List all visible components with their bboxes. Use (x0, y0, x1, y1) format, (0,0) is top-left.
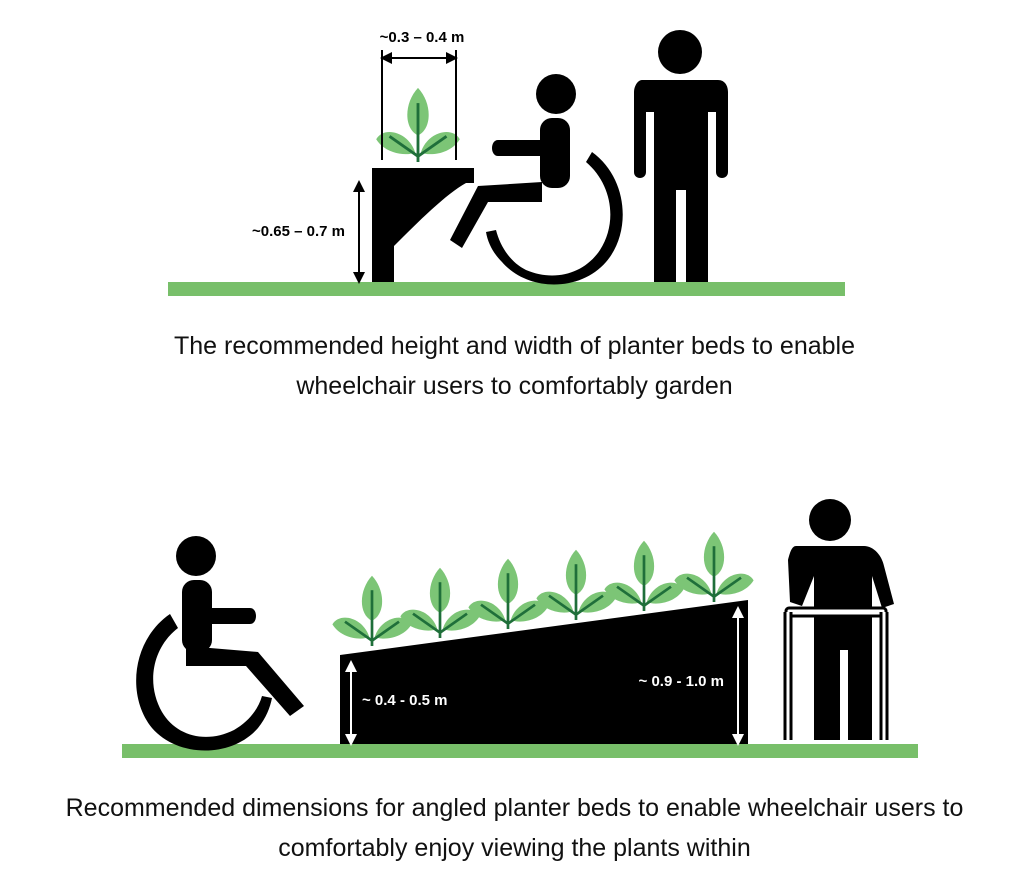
bottom-caption-line-1: Recommended dimensions for angled plante… (65, 794, 964, 822)
width-label: ~0.3 – 0.4 m (380, 29, 465, 46)
plant-icon (467, 557, 549, 631)
bottom-caption: Recommended dimensions for angled plante… (0, 788, 1029, 868)
plant-icon (331, 574, 413, 648)
standing-person-icon (634, 30, 728, 282)
top-ground (168, 282, 845, 296)
width-dimension-marker (380, 50, 458, 160)
wheelchair-user-icon (450, 74, 623, 285)
plant-icon (673, 530, 755, 604)
angled-planter-bed (340, 600, 748, 744)
bottom-caption-line-2: comfortably enjoy viewing the plants wit… (278, 834, 751, 862)
plant-icon (603, 539, 685, 613)
person-with-walker-icon (783, 499, 894, 740)
plant-icon (399, 566, 481, 640)
wheelchair-user-icon (136, 536, 304, 751)
top-diagram: ~0.3 – 0.4 m ~0.65 – 0.7 m (168, 29, 845, 296)
top-caption: The recommended height and width of plan… (0, 326, 1029, 406)
low-height-label: ~ 0.4 - 0.5 m (362, 692, 447, 709)
top-caption-line-1: The recommended height and width of plan… (173, 332, 855, 360)
bottom-diagram: ~ 0.4 - 0.5 m ~ 0.9 - 1.0 m (122, 499, 918, 758)
top-planter-bed (372, 168, 474, 282)
top-plant-icon (374, 86, 462, 164)
bottom-ground (122, 744, 918, 758)
high-height-label: ~ 0.9 - 1.0 m (639, 673, 724, 690)
plant-icon (535, 548, 617, 622)
height-label: ~0.65 – 0.7 m (252, 223, 345, 240)
top-caption-line-2: wheelchair users to comfortably garden (296, 372, 733, 400)
